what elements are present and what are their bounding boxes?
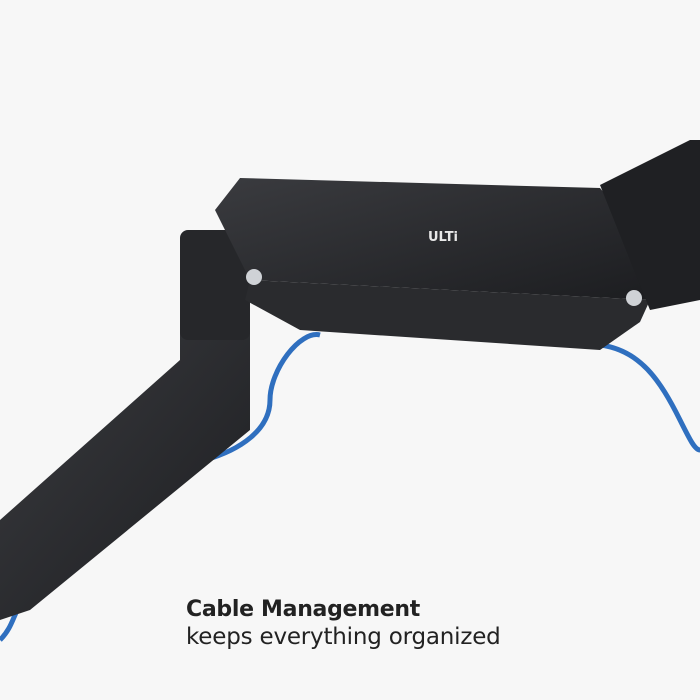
- caption-headline: Cable Management: [186, 597, 420, 622]
- arm-joint: [180, 230, 250, 340]
- upper-arm-base: [245, 280, 650, 350]
- pivot-screw-right: [626, 290, 642, 306]
- brand-logo: ULTi: [428, 230, 458, 245]
- upper-arm: [215, 178, 660, 300]
- lower-arm: [0, 330, 250, 620]
- caption-subline: keeps everything organized: [186, 624, 501, 650]
- pivot-screw-left: [246, 269, 262, 285]
- arm-right-joint: [600, 140, 700, 310]
